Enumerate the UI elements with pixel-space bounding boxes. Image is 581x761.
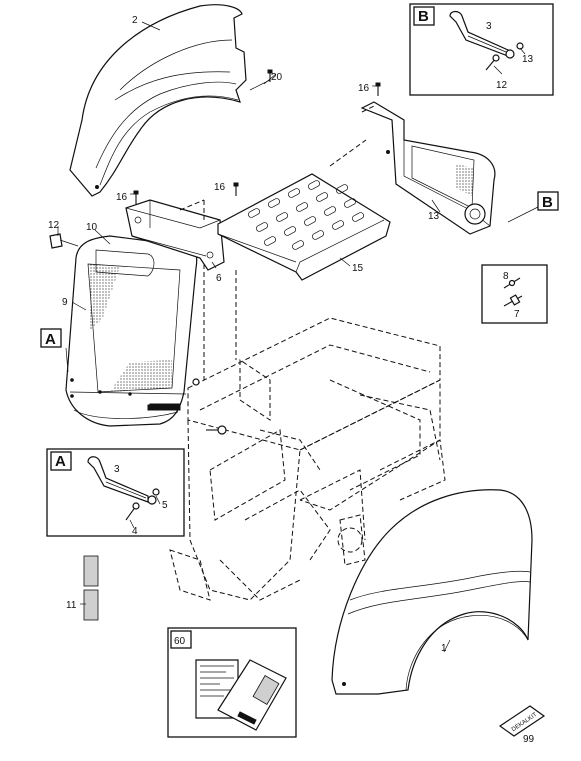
side-cover-part-13: [360, 101, 496, 235]
callout-5: 5: [162, 500, 168, 511]
detail-box-parts-7-8: [481, 264, 548, 324]
callout-8: 8: [503, 271, 509, 282]
callout-11: 11: [66, 600, 77, 611]
detail-label-b-box: B: [418, 8, 429, 25]
crossmember-part-6: [125, 199, 225, 271]
callout-15: 15: [352, 263, 364, 274]
chassis-frame: [169, 200, 446, 601]
detail-box-a: [46, 448, 185, 537]
callout-16-b: 16: [214, 182, 226, 193]
front-panel-part-9: [65, 235, 198, 427]
clip-part-12: [49, 233, 79, 249]
detail-box-b: [409, 3, 554, 96]
callout-16-a: 16: [116, 192, 128, 203]
rear-fender-part-1: [331, 489, 533, 695]
callout-99: 99: [523, 734, 535, 745]
callout-3-a: 3: [114, 464, 120, 475]
callout-20: 20: [271, 72, 283, 83]
marker-a-frame: [40, 328, 62, 348]
decal-kit-part-99: [498, 705, 546, 737]
detail-box-60: [167, 627, 297, 738]
callout-13-b: 13: [522, 54, 534, 65]
floor-plate-part-15: [217, 173, 391, 281]
callout-12-a: 12: [48, 220, 60, 231]
callout-2: 2: [132, 15, 138, 26]
marker-a-label: A: [45, 331, 56, 348]
callout-3-b: 3: [486, 21, 492, 32]
guide-lines: [179, 139, 367, 220]
detail-label-a-box: A: [55, 453, 66, 470]
callout-1: 1: [441, 643, 447, 654]
callout-6: 6: [216, 273, 222, 284]
callout-13-a: 13: [428, 211, 440, 222]
callout-4: 4: [132, 526, 138, 537]
marker-b-label: B: [542, 194, 553, 211]
callout-12-b: 12: [496, 80, 508, 91]
callout-9: 9: [62, 297, 68, 308]
frame-hardware: [147, 378, 227, 435]
rear-fender-upper-part-2: [69, 4, 247, 197]
callout-10: 10: [86, 222, 98, 233]
leader-lines: [57, 21, 541, 653]
marker-b-frame: [537, 191, 559, 211]
callout-60: 60: [174, 636, 186, 647]
callout-7: 7: [514, 309, 520, 320]
callout-16-c: 16: [358, 83, 370, 94]
spacer-blocks-part-11: [83, 555, 99, 621]
